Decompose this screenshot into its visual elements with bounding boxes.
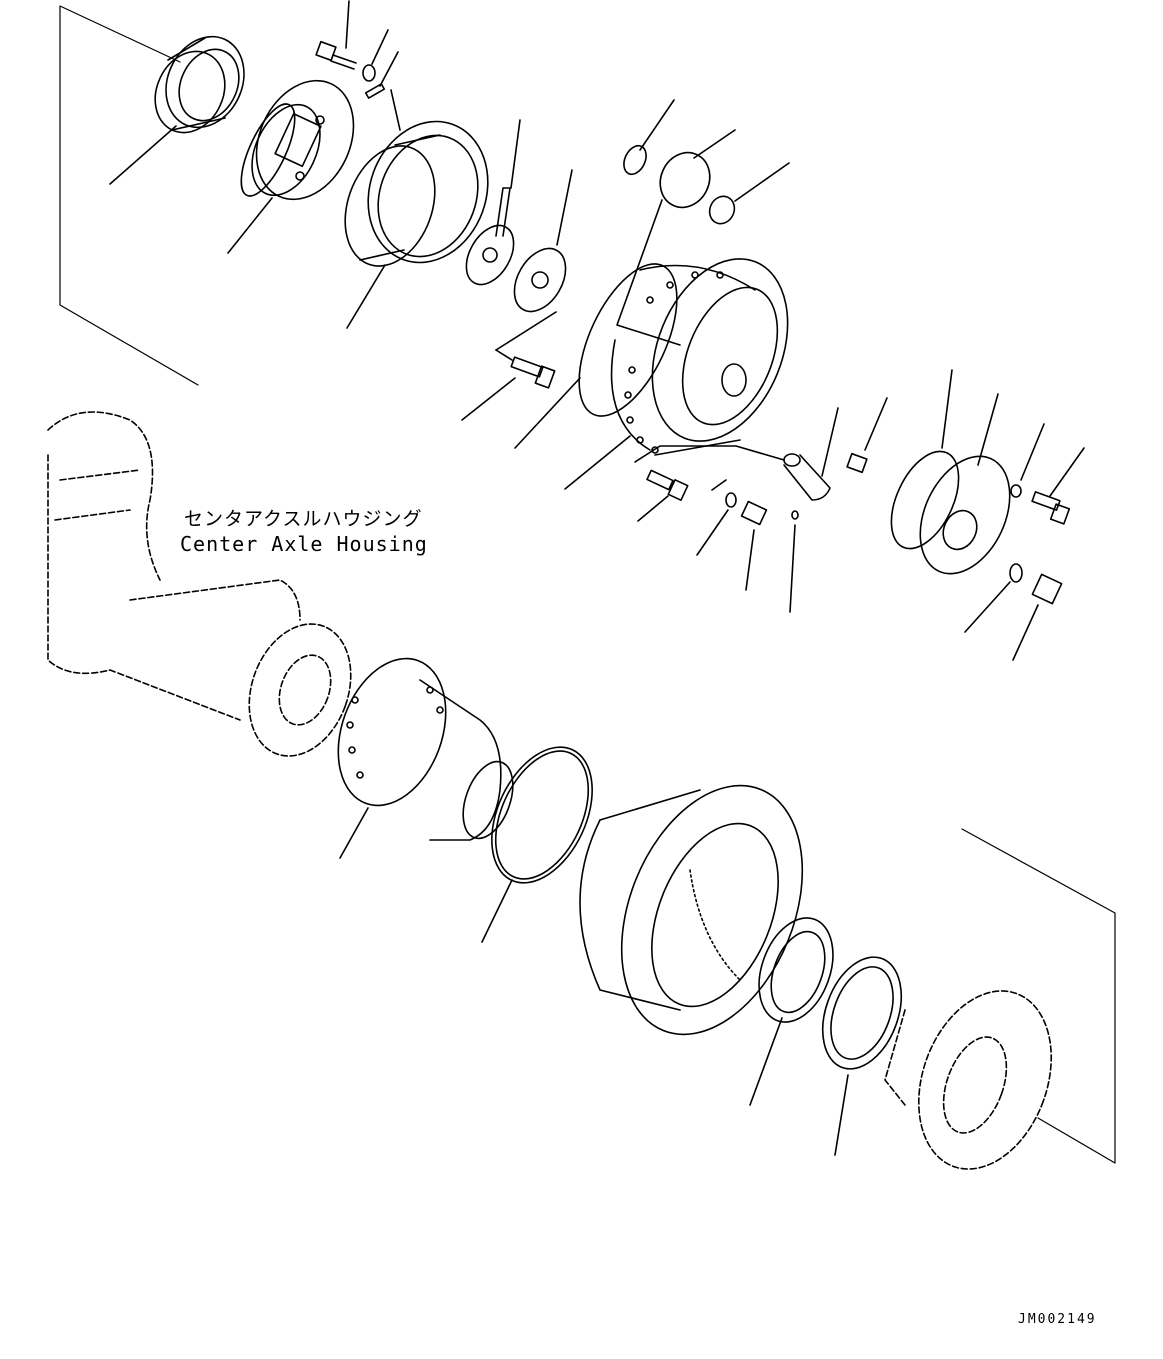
wheel-rim-part bbox=[885, 972, 1075, 1187]
wheel-hub-part bbox=[580, 759, 837, 1062]
thrust-plate-part bbox=[457, 120, 576, 320]
end-cover-part bbox=[878, 370, 1028, 588]
center-axle-housing-part bbox=[48, 412, 368, 770]
drawing-code-label: JM002149 bbox=[1018, 1312, 1097, 1327]
ring-gear-part bbox=[329, 105, 507, 328]
bolt-mid-part bbox=[462, 312, 556, 420]
small-oring-part bbox=[697, 480, 736, 555]
cover-oring-part bbox=[965, 564, 1022, 632]
oil-seal-part bbox=[110, 24, 258, 184]
axle-spindle-part bbox=[319, 643, 522, 858]
upper-group-bracket bbox=[60, 6, 198, 385]
housing-label-japanese: センタアクスルハウジング bbox=[184, 508, 423, 530]
plug-part bbox=[742, 502, 767, 590]
ball-part bbox=[790, 511, 798, 612]
nut-part bbox=[847, 398, 887, 472]
washer-top-part bbox=[363, 30, 388, 81]
cover-plug-part bbox=[1013, 574, 1062, 660]
hub-seal-part bbox=[808, 946, 915, 1155]
bearing-cup-part bbox=[746, 908, 847, 1105]
bolt-top-part bbox=[316, 1, 356, 69]
planetary-hub-part bbox=[565, 239, 813, 489]
planet-gear-part bbox=[617, 100, 789, 345]
gear-carrier-part bbox=[228, 65, 372, 253]
spindle-oring-part bbox=[472, 731, 613, 942]
washer-right-part bbox=[1011, 424, 1044, 497]
hub-oring-part bbox=[515, 250, 697, 448]
spacer-tube-part bbox=[736, 408, 838, 500]
housing-label-english: Center Axle Housing bbox=[180, 532, 428, 556]
bolt-lower-part bbox=[638, 470, 688, 521]
pin-top-part bbox=[366, 52, 400, 130]
lower-group-bracket bbox=[962, 829, 1115, 1163]
bolt-right-part bbox=[1032, 448, 1084, 524]
